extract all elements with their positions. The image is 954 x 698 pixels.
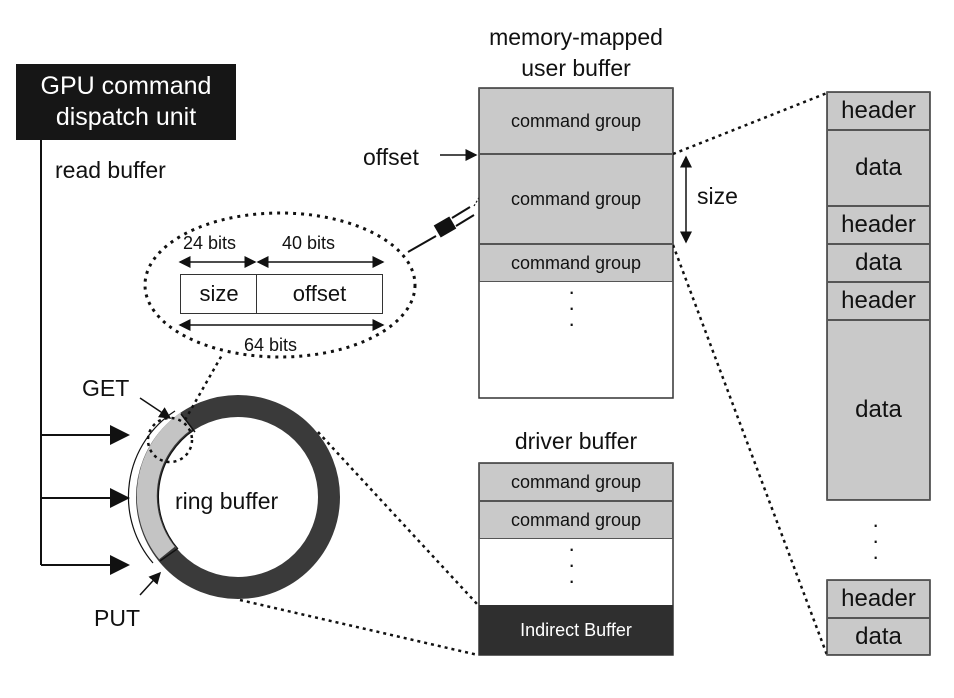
size-label: size <box>697 183 738 209</box>
detail-ellipsis: · · · <box>872 512 880 569</box>
user-buffer-title-2: user buffer <box>521 55 631 81</box>
pointer-format-ellipse <box>143 211 417 359</box>
ring-buffer-used-segment <box>136 412 192 560</box>
driver-buffer-title: driver buffer <box>514 428 638 454</box>
user-buffer-ellipsis: · · · <box>568 279 576 336</box>
user-command-group-1: command group <box>479 88 673 154</box>
dispatch-unit-line2: dispatch unit <box>55 103 197 131</box>
put-pointer-label: PUT <box>94 605 140 631</box>
offset-field: offset <box>256 274 383 314</box>
detail-data-3: data <box>827 320 930 500</box>
offset-bits-label: 40 bits <box>282 233 336 253</box>
detail-data-1: data <box>827 130 930 206</box>
dispatch-unit-line1: GPU command <box>40 72 212 100</box>
driver-command-group-2: command group <box>479 501 673 539</box>
total-bits-label: 64 bits <box>244 335 298 355</box>
detail-data-4: data <box>827 618 930 655</box>
user-buffer-title-1: memory-mapped <box>489 24 663 50</box>
driver-buffer-ellipsis: · · · <box>568 536 576 593</box>
size-bits-label: 24 bits <box>183 233 237 253</box>
user-command-group-2: command group <box>479 154 673 244</box>
user-command-group-3: command group <box>479 244 673 282</box>
detail-header-1: header <box>827 92 930 130</box>
indirect-buffer: Indirect Buffer <box>479 605 673 655</box>
detail-header-4: header <box>827 580 930 618</box>
get-zoom-circle <box>146 416 194 464</box>
detail-data-2: data <box>827 244 930 282</box>
driver-command-group-1: command group <box>479 463 673 501</box>
gpu-dispatch-unit: GPU command dispatch unit <box>16 64 236 140</box>
get-pointer-label: GET <box>82 375 130 401</box>
read-buffer-label: read buffer <box>55 157 166 183</box>
pointer-plug-icon <box>433 216 457 238</box>
detail-header-2: header <box>827 206 930 244</box>
size-field: size <box>180 274 258 314</box>
detail-header-3: header <box>827 282 930 320</box>
offset-label: offset <box>363 144 419 170</box>
ring-buffer-label: ring buffer <box>175 488 279 514</box>
